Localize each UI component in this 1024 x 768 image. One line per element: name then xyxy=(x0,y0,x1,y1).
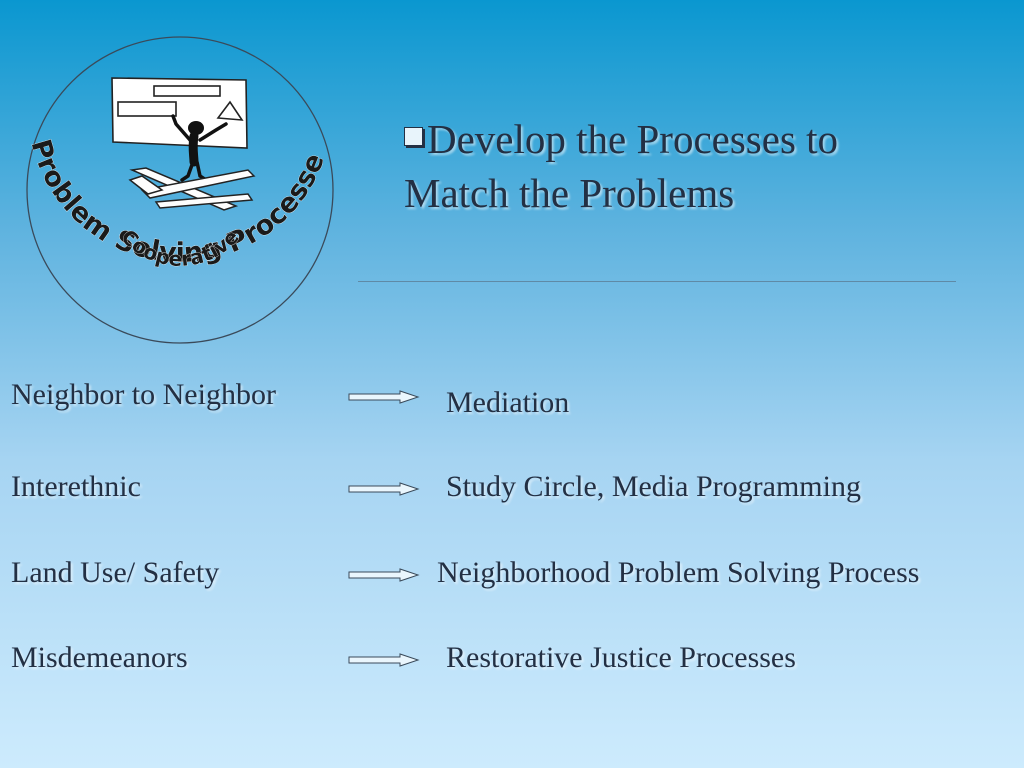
logo-outer-text: Problem Solving Processes xyxy=(20,30,331,269)
stick-figure-icon xyxy=(171,114,228,182)
title-line-1: Develop the Processes to xyxy=(404,112,1004,166)
checkbox-bullet-icon xyxy=(404,127,423,146)
right-arrow-icon xyxy=(348,482,420,496)
title-line-2: Match the Problems xyxy=(404,170,735,216)
right-arrow-icon xyxy=(348,653,420,667)
logo-circle xyxy=(26,36,334,344)
whiteboard-illustration xyxy=(111,77,248,149)
problem-label: Misdemeanors xyxy=(11,641,188,674)
process-label: Restorative Justice Processes xyxy=(446,641,796,674)
problem-label: Interethnic xyxy=(11,470,141,503)
logo-inner-text: Cooperative xyxy=(116,224,243,271)
title-line-1-text: Develop the Processes to xyxy=(427,116,839,162)
right-arrow-icon xyxy=(348,390,420,404)
process-label: Mediation xyxy=(446,386,570,419)
mapping-row: Land Use/ Safety Neighborhood Problem So… xyxy=(0,556,1024,596)
mapping-row: Interethnic Study Circle, Media Programm… xyxy=(0,470,1024,510)
right-arrow-icon xyxy=(348,568,420,582)
mapping-row: Misdemeanors Restorative Justice Process… xyxy=(0,641,1024,681)
process-label: Neighborhood Problem Solving Process xyxy=(437,556,920,589)
process-label: Study Circle, Media Programming xyxy=(446,470,861,503)
title-divider xyxy=(358,281,956,282)
problem-label: Neighbor to Neighbor xyxy=(11,378,276,411)
cooperative-problem-solving-logo: Problem Solving Processes Cooperative xyxy=(20,30,334,344)
slide-title: Develop the Processes to Match the Probl… xyxy=(404,112,1004,220)
mapping-row: Neighbor to Neighbor Mediation xyxy=(0,378,1024,419)
table-illustration xyxy=(128,167,256,211)
problem-label: Land Use/ Safety xyxy=(11,556,220,589)
